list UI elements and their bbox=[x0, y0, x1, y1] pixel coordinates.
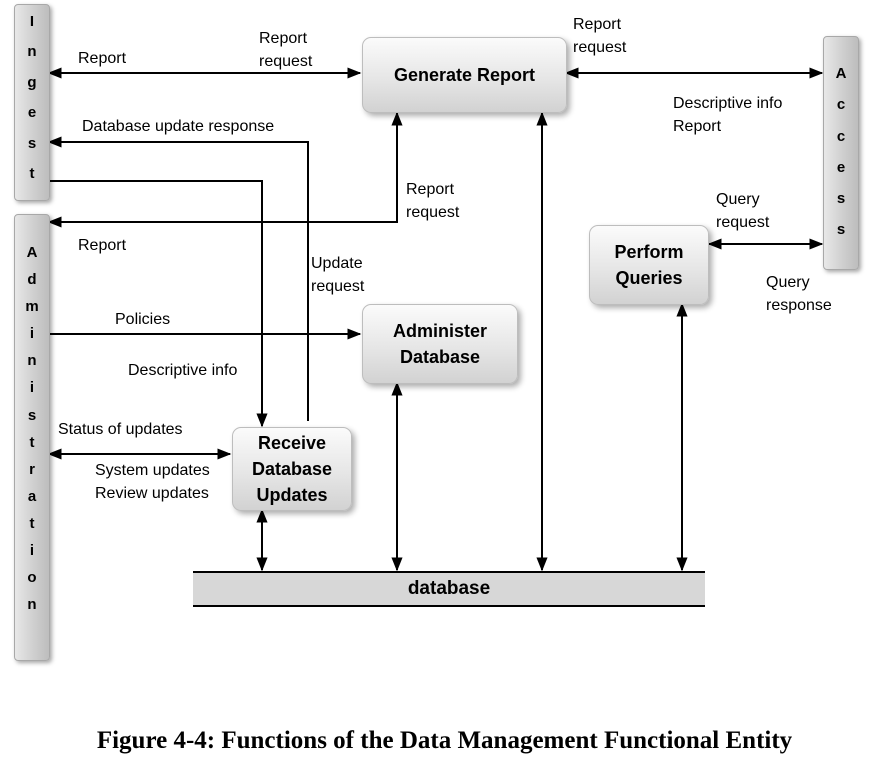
label-db-update-response: Database update response bbox=[82, 118, 275, 135]
entity-letter: m bbox=[25, 298, 39, 316]
arrow-admin-generate-report bbox=[47, 111, 403, 228]
entity-letter: a bbox=[27, 487, 37, 505]
label-policies: Policies bbox=[115, 311, 171, 328]
entity-letter: n bbox=[27, 596, 37, 614]
process-administer-database: Administer Database bbox=[362, 304, 518, 384]
label-descriptive-info-report: Descriptive info Report bbox=[673, 95, 783, 135]
label-descriptive-info: Descriptive info bbox=[128, 362, 238, 379]
entity-letter: d bbox=[27, 271, 37, 289]
process-perform-queries: Perform Queries bbox=[589, 225, 709, 305]
entity-letter: c bbox=[836, 127, 846, 145]
label-query-response: Query response bbox=[766, 274, 832, 314]
label-report-to-admin: Report bbox=[78, 237, 127, 254]
entity-letter: s bbox=[27, 134, 37, 152]
label-update-request: Update request bbox=[311, 255, 365, 295]
label-report-to-ingest: Report bbox=[78, 50, 127, 67]
label-report-request-admin: Report request bbox=[406, 181, 460, 221]
entity-letter: t bbox=[29, 433, 35, 451]
entity-letter: s bbox=[836, 221, 846, 239]
entity-letter: e bbox=[836, 158, 846, 176]
entity-letter: o bbox=[27, 569, 37, 587]
entity-letter: t bbox=[29, 164, 35, 182]
entity-letter: t bbox=[29, 514, 35, 532]
entity-letter: n bbox=[27, 352, 37, 370]
entity-letter: A bbox=[835, 65, 847, 82]
entity-letter: g bbox=[27, 73, 37, 91]
entity-letter: s bbox=[27, 406, 37, 424]
label-report-request-ingest: Report request bbox=[259, 30, 313, 70]
label-report-request-access: Report request bbox=[573, 16, 627, 56]
entity-letter: i bbox=[29, 542, 35, 560]
entity-letter: i bbox=[29, 325, 35, 343]
entity-letter: i bbox=[29, 379, 35, 397]
entity-letter: s bbox=[836, 190, 846, 208]
figure-caption: Figure 4-4: Functions of the Data Manage… bbox=[96, 727, 793, 754]
entity-letter: A bbox=[26, 244, 38, 261]
process-receive-database-updates: Receive Database Updates bbox=[232, 427, 352, 511]
label-status-of-updates: Status of updates bbox=[58, 421, 183, 438]
entity-letter: I bbox=[29, 13, 35, 30]
entity-letter: e bbox=[27, 104, 37, 122]
datastore-database: database bbox=[193, 571, 705, 607]
process-generate-report: Generate Report bbox=[362, 37, 567, 113]
label-query-request: Query request bbox=[716, 191, 770, 231]
label-system-review-updates: System updates Review updates bbox=[95, 462, 210, 502]
entity-letter: r bbox=[29, 460, 35, 478]
arrow-ingest-to-receive-updates bbox=[49, 180, 268, 428]
entity-letter: n bbox=[27, 43, 37, 61]
entity-letter: c bbox=[836, 96, 846, 114]
